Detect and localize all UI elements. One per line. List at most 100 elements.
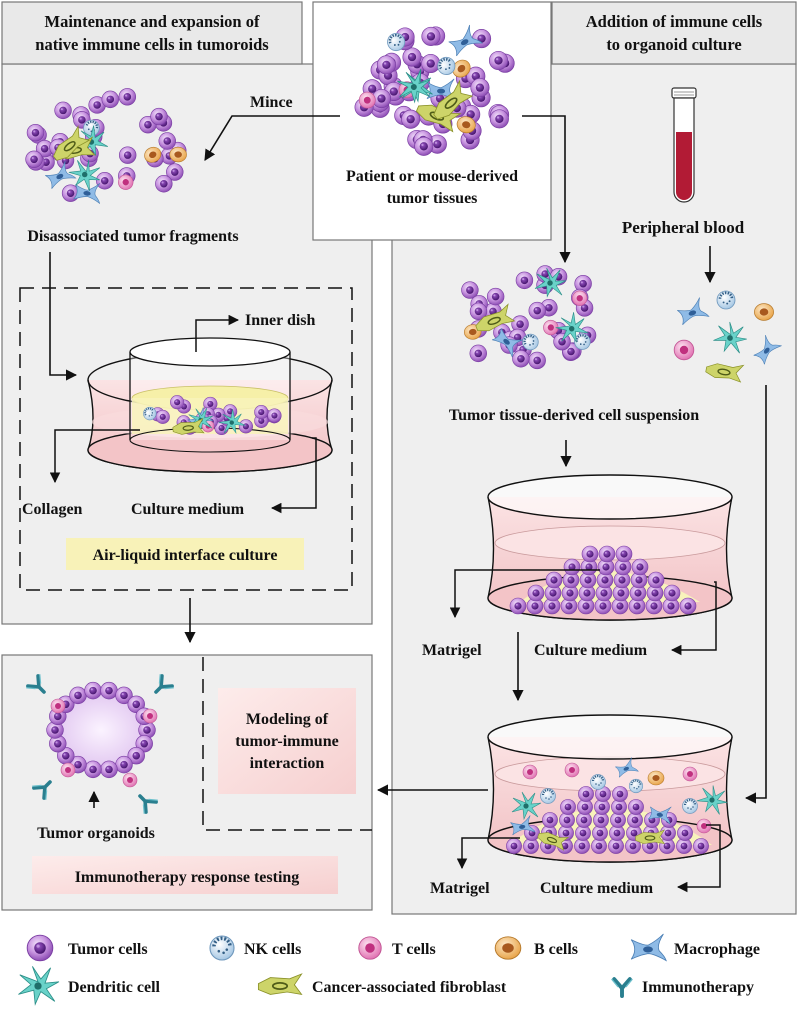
tumor-cell-icon [509, 597, 527, 615]
ali-dish [87, 337, 333, 473]
t-cell-icon [682, 766, 698, 782]
legend-item-immunotherapy: Immunotherapy [609, 977, 754, 998]
source-to-suspension-arrow [522, 115, 571, 264]
matrigel-1-arrow [449, 569, 600, 619]
tumor-cell-icon [26, 123, 45, 142]
tumor-organoid-icon [24, 672, 176, 816]
right-panel-title-line2: to organoid culture [606, 35, 741, 54]
tumor-cell-icon [158, 132, 177, 150]
modeling-label-line1: Modeling of [246, 711, 329, 728]
tumor-cell-icon [470, 77, 490, 98]
ali-dashed-frame [19, 287, 353, 591]
modeling-label-line2: tumor-immune [235, 733, 338, 750]
t-cell-icon [564, 762, 580, 778]
tumor-cell-icon [541, 811, 559, 829]
source-label-line2: tumor tissues [387, 190, 478, 207]
b-cell-icon [647, 770, 665, 786]
fibroblast-icon [257, 973, 303, 996]
immune-cells-to-dish2-arrow [744, 385, 767, 804]
tumor-cell-icon [238, 419, 254, 434]
tumor-cell-icon [54, 101, 72, 120]
tumor-cell-icon [100, 760, 118, 779]
immunotherapy-testing-box [32, 856, 338, 894]
culture-medium-ali-arrow [270, 437, 317, 514]
tumor-cell-icon [527, 584, 545, 602]
tumor-cell-icon [528, 301, 547, 320]
legend-label-b-cells: B cells [534, 941, 578, 958]
tumor-cell-icon [489, 109, 510, 129]
culture-medium-2-label: Culture medium [540, 880, 654, 897]
b-cell-icon [753, 303, 775, 321]
t-cell-icon [122, 772, 138, 788]
immunotherapy-testing-label: Immunotherapy response testing [75, 869, 300, 886]
fragments-to-ali-arrow [49, 252, 78, 381]
modeling-dashed-frame [202, 657, 372, 831]
tumor-cell-icon [598, 545, 616, 563]
tumor-cell-icon [376, 55, 397, 75]
dendritic-cell-icon [17, 965, 60, 1005]
tumor-cell-icon [115, 755, 133, 774]
ali-label-box [66, 538, 304, 570]
tumor-cell-icon [420, 53, 441, 74]
culture-medium-1-arrow [670, 581, 717, 656]
macrophage-icon [630, 933, 667, 962]
nk-cell-icon [208, 934, 236, 962]
collagen-label: Collagen [22, 501, 83, 518]
legend-label-immunotherapy: Immunotherapy [642, 979, 754, 996]
t-cell-icon [50, 698, 66, 714]
tumor-cell-icon [545, 571, 563, 589]
tumor-cell-icon [581, 545, 599, 563]
legend-item-tumor-cells: Tumor cells [26, 934, 148, 962]
tumor-cell-icon [511, 349, 530, 368]
tumor-cell-icon [486, 287, 505, 306]
tumor-cell-icon [150, 107, 168, 126]
legend-label-macrophage: Macrophage [674, 941, 760, 958]
tumor-cell-icon [254, 404, 269, 420]
source-label-line1: Patient or mouse-derived [346, 168, 518, 185]
tumor-cell-icon [26, 934, 54, 962]
matrigel-2-label: Matrigel [430, 880, 490, 897]
inner-dish-label: Inner dish [245, 312, 316, 329]
legend-label-dendritic-cell: Dendritic cell [68, 979, 161, 996]
blood-tube-icon [671, 87, 697, 203]
tumor-cell-icon [155, 409, 170, 425]
legend-item-macrophage: Macrophage [630, 933, 760, 962]
tumor-cell-icon [553, 332, 571, 351]
t-cell-icon [60, 762, 76, 778]
nk-cell-icon [715, 289, 737, 311]
tumor-cell-icon [679, 597, 697, 615]
organoids-label: Tumor organoids [37, 825, 155, 842]
tumor-cell-icon [169, 395, 185, 410]
matrigel-dish-2 [487, 714, 733, 863]
nk-cell-icon [628, 778, 644, 794]
nk-cell-icon [539, 787, 557, 805]
matrigel-dish-1 [487, 474, 733, 621]
tumor-cell-icon [615, 545, 633, 563]
tumor-cell-icon [118, 146, 137, 165]
legend-label-t-cells: T cells [392, 941, 436, 958]
right-panel-title-line1: Addition of immune cells [586, 12, 763, 31]
tumor-cell-icon [100, 681, 118, 700]
t-cell-icon [696, 818, 712, 834]
t-cell-icon [522, 764, 538, 780]
tumor-cell-icon [627, 798, 645, 816]
legend-item-t-cells: T cells [357, 935, 436, 961]
legend-label-nk-cells: NK cells [244, 941, 301, 958]
b-cell-icon [494, 935, 522, 961]
antibody-icon [609, 977, 635, 998]
tumor-cell-icon [488, 50, 509, 71]
legend: Tumor cells NK cells T cells B cells Mac… [17, 933, 760, 1005]
legend-label-tumor-cells: Tumor cells [68, 941, 148, 958]
t-cell-icon [142, 708, 158, 724]
tumor-cell-icon [676, 824, 694, 842]
matrigel-1-label: Matrigel [422, 642, 482, 659]
tumor-cell-icon [400, 109, 421, 129]
legend-item-nk-cells: NK cells [208, 934, 301, 962]
tumor-cell-icon [577, 785, 595, 803]
ali-label: Air-liquid interface culture [93, 547, 278, 564]
modeling-label-box [218, 688, 356, 794]
b-cell-icon [169, 146, 188, 163]
tumor-cell-icon [647, 571, 665, 589]
tumor-cell-icon [402, 47, 422, 67]
tumor-cell-icon [154, 174, 173, 193]
